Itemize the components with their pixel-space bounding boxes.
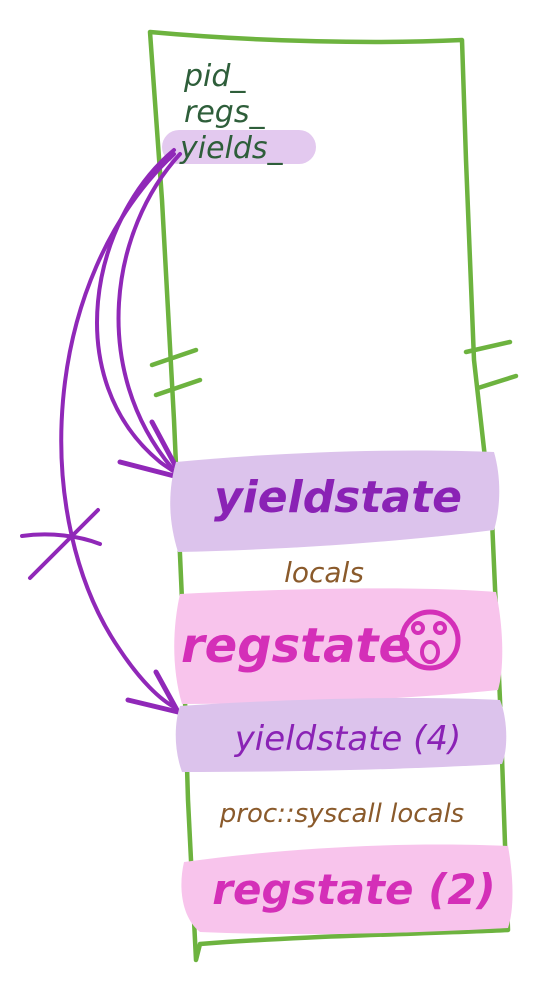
field-yields: yields_ — [179, 131, 284, 166]
field-pid: pid_ — [183, 59, 246, 94]
regstate-label: regstate — [181, 618, 411, 674]
break-mark-right — [463, 339, 519, 391]
yieldstate-4-block — [175, 698, 507, 772]
arrow-to-yieldstate — [95, 148, 180, 476]
surprised-face-icon — [399, 609, 461, 671]
yieldstate-4-label: yieldstate (4) — [234, 719, 462, 759]
syscall-locals-label: proc::syscall locals — [219, 799, 464, 829]
yieldstate-label: yieldstate — [214, 472, 462, 523]
regstate-2-label: regstate (2) — [212, 865, 495, 914]
locals-label: locals — [284, 556, 364, 589]
arrow-to-yieldstate-2 — [116, 152, 182, 470]
arrow-to-yieldstate-4 — [59, 152, 178, 710]
stack-frame-outline — [147, 29, 511, 963]
arrowhead-yieldstate-4 — [125, 669, 181, 715]
regstate-2-block — [181, 844, 513, 935]
cross-out-mark — [20, 508, 102, 580]
regstate-block — [174, 588, 503, 704]
yieldstate-block — [170, 450, 500, 552]
break-mark-left — [149, 347, 203, 398]
field-regs: regs_ — [184, 95, 265, 130]
yields-field-highlight — [162, 130, 316, 164]
